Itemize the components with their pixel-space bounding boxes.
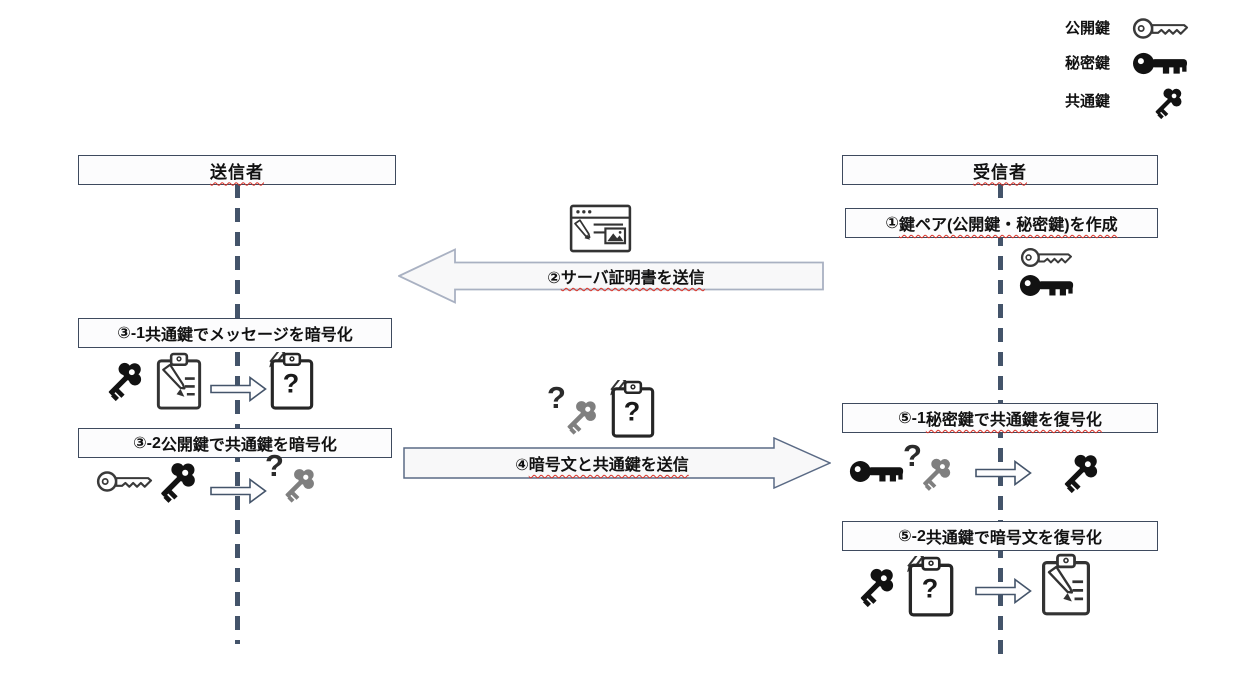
encrypted-common-key-icon: ? (547, 382, 602, 442)
step2-label: サーバ証明書を送信 (560, 270, 705, 287)
step4-arrow: ④暗号文と共通鍵を送信 (403, 436, 832, 490)
encrypted-common-key-icon: ? (265, 450, 320, 512)
common-key-icon (914, 453, 956, 495)
step5-2-label: 共通鍵で暗号文を復号化 (925, 530, 1102, 547)
question-mark: ? (282, 368, 300, 399)
common-key-icon (850, 562, 900, 612)
legend-label-common-key: 共通鍵 (1065, 93, 1111, 110)
question-mark: ? (903, 438, 922, 473)
common-key-icon (1054, 448, 1104, 498)
legend-label-public-key: 公開鍵 (1065, 20, 1111, 37)
encrypted-message-icon: ? (266, 352, 316, 411)
step1-label: 鍵ペア(公開鍵・秘密鍵)を作成 (898, 217, 1118, 234)
private-key-icon (1131, 50, 1189, 77)
clipboard-icon (607, 380, 657, 439)
clipboard-icon (266, 352, 316, 411)
private-key-icon (848, 458, 905, 485)
plain-message-icon (151, 352, 207, 411)
step3-1-box: ③-1 共通鍵でメッセージを暗号化 (78, 318, 392, 348)
encrypted-message-icon: ? (904, 556, 956, 618)
step5-2-box: ⑤-2 共通鍵で暗号文を復号化 (842, 521, 1158, 551)
step5-1-number: ⑤-1 (898, 410, 926, 427)
step5-1-label: 秘密鍵で共通鍵を復号化 (925, 412, 1102, 429)
question-mark: ? (265, 448, 284, 483)
encrypted-message-icon: ? (607, 380, 657, 439)
step3-1-number: ③-1 (117, 325, 146, 342)
public-key-icon (1018, 245, 1074, 270)
sender-lifeline (235, 184, 240, 644)
sender-header: 送信者 (78, 155, 396, 185)
receiver-title: 受信者 (973, 162, 1027, 182)
receiver-header: 受信者 (842, 155, 1158, 185)
step3-1-label: 共通鍵でメッセージを暗号化 (145, 327, 353, 344)
private-key-icon (1018, 272, 1075, 299)
step4-number: ④ (515, 457, 529, 474)
step3-2-number: ③-2 (133, 435, 161, 452)
common-key-icon (150, 456, 202, 508)
server-certificate-icon (569, 204, 632, 253)
question-mark: ? (547, 380, 566, 415)
step5-1-box: ⑤-1 秘密鍵で共通鍵を復号化 (842, 403, 1158, 433)
transform-arrow-icon (210, 376, 267, 402)
transform-arrow-icon (975, 460, 1032, 486)
common-key-icon (98, 356, 148, 406)
step2-number: ② (547, 270, 561, 287)
step2-arrow: ②サーバ証明書を送信 (396, 248, 824, 304)
step2-label-row: ②サーバ証明書を送信 (398, 264, 824, 288)
step5-2-number: ⑤-2 (898, 528, 926, 545)
public-key-icon (95, 468, 153, 495)
common-key-icon (276, 463, 320, 507)
step4-label-row: ④暗号文と共通鍵を送信 (403, 451, 831, 475)
step4-label: 暗号文と共通鍵を送信 (528, 457, 689, 474)
public-key-icon (1131, 15, 1189, 42)
question-mark: ? (921, 573, 939, 604)
transform-arrow-icon (210, 478, 267, 504)
common-key-icon (1147, 83, 1187, 123)
legend-label-private-key: 秘密鍵 (1065, 55, 1111, 72)
common-key-icon (558, 395, 602, 439)
encrypted-common-key-icon: ? (903, 440, 956, 502)
step3-2-box: ③-2 公開鍵で共通鍵を暗号化 (78, 428, 392, 458)
transform-arrow-icon (975, 578, 1032, 604)
clipboard-icon (904, 556, 956, 618)
decrypted-message-icon (1037, 553, 1095, 617)
sender-title: 送信者 (210, 162, 264, 182)
step1-number: ① (885, 215, 899, 232)
step3-2-label: 公開鍵で共通鍵を暗号化 (160, 437, 337, 454)
question-mark: ? (623, 396, 641, 427)
